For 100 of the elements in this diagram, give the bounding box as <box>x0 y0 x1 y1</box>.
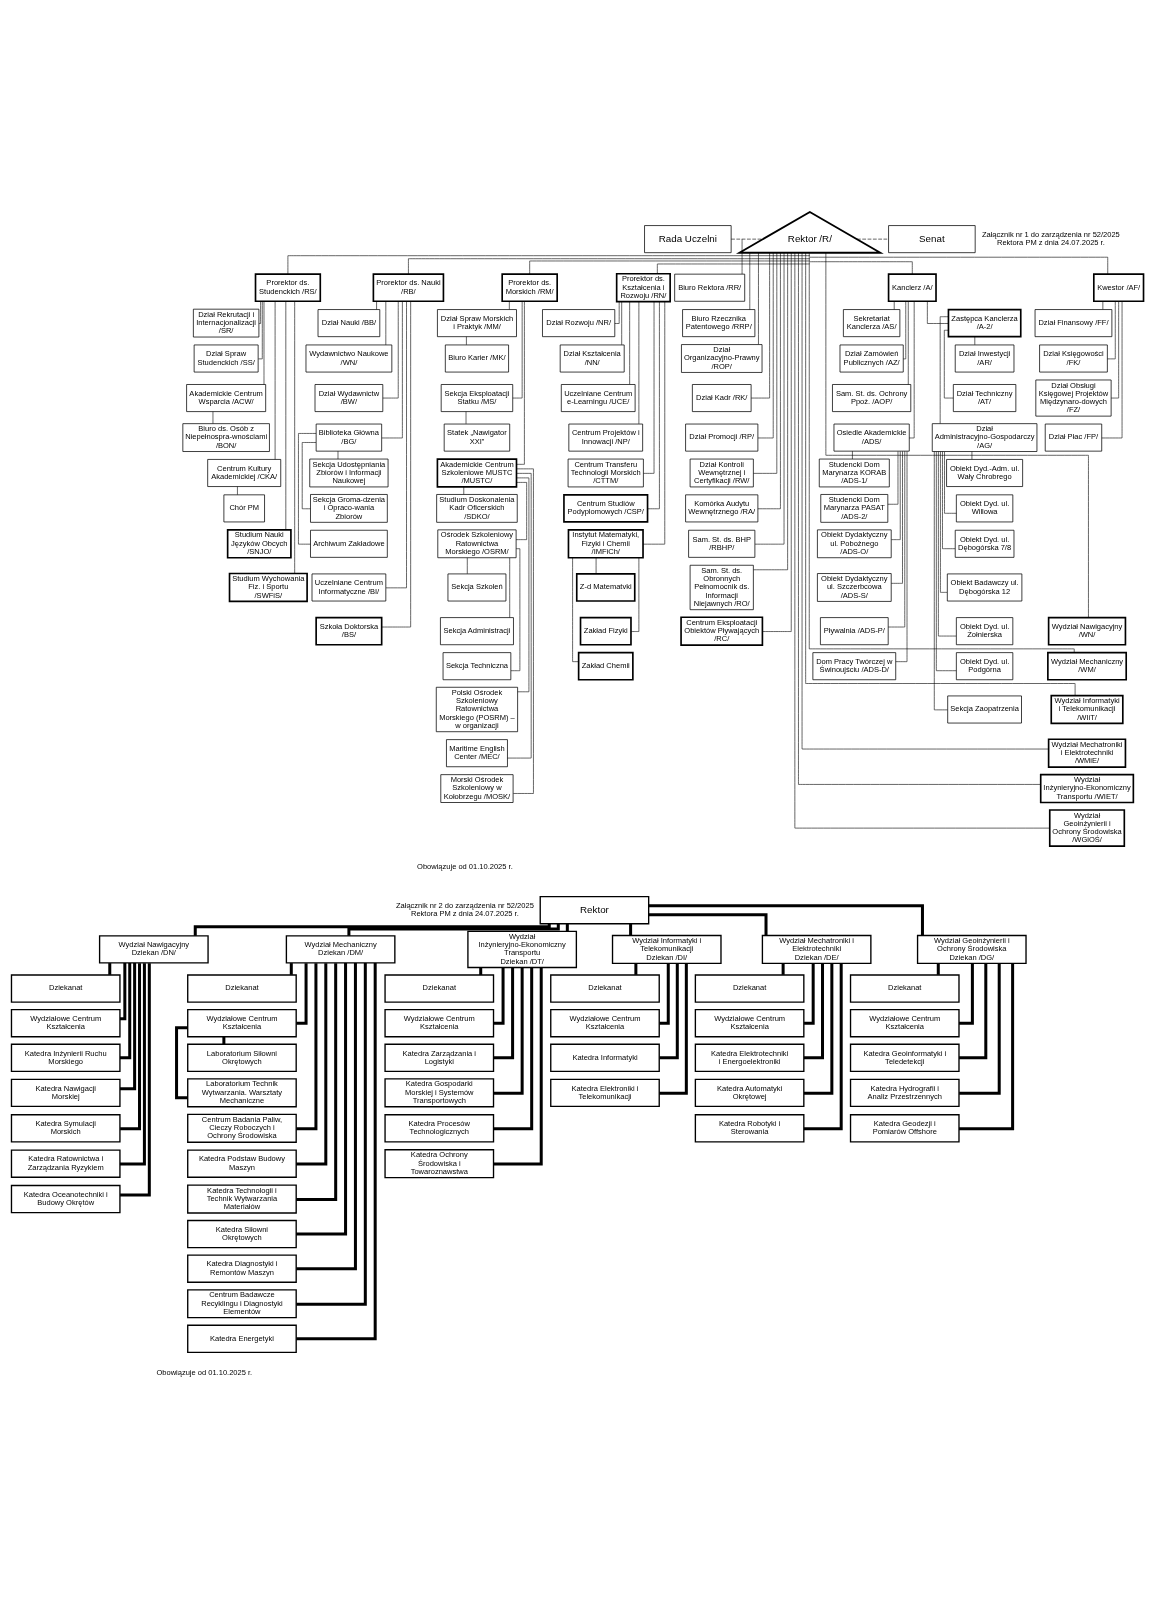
node-box: Pływalnia /ADS-P/ <box>820 616 889 645</box>
node-box: Uczelniane Centrum e-Learningu /UCE/ <box>560 383 636 412</box>
connector <box>509 557 510 618</box>
connector <box>408 257 811 274</box>
label: Obowiązuje od 01.10.2025 r. <box>156 1367 253 1377</box>
connector <box>493 967 505 1025</box>
connector <box>1102 300 1104 310</box>
node-box: Obiekt Dydaktyczny ul. Szczerbcowa /ADS-S/ <box>817 572 892 602</box>
connector <box>493 967 524 1095</box>
node-box: Katedra Technologii i Technik Wytwarzania Materiałów <box>187 1183 297 1214</box>
node-box: Szkoła Doktorska /BS/ <box>315 616 383 646</box>
node-box: Dom Pracy Twórczej w Świnoujściu /ADS-D/ <box>812 651 897 680</box>
connector <box>296 962 328 1166</box>
connector <box>595 557 597 574</box>
connector <box>630 557 640 632</box>
node-box: Centrum Kultury Akademickiej /CKA/ <box>207 458 282 487</box>
connector <box>296 962 367 1306</box>
node-box: Katedra Podstaw Budowy Maszyn <box>187 1148 297 1178</box>
connector <box>754 252 785 544</box>
node-box: Dział Kontroli Wewnętrznej i Certyfikacji /RW/ <box>689 458 754 487</box>
node-box: Katedra Gospodarki Morskiej i Systemów Transportowych <box>384 1077 495 1107</box>
node-box: Katedra Inżynierii Ruchu Morskiego <box>10 1043 121 1072</box>
connector <box>466 335 467 345</box>
label: Załącznik nr 2 do zarządzenia nr 52/2025 Rektora PM z dnia 24.07.2025 r. <box>395 900 534 918</box>
connector <box>891 450 901 540</box>
connector <box>753 251 778 474</box>
connector <box>638 301 640 424</box>
node-box: Laboratorium Technik Wytwarzania. Warsztaty Mechaniczne <box>187 1077 297 1107</box>
node-box: Katedra Energetyki <box>187 1324 297 1353</box>
node-box: Akademickie Centrum Wsparcia /ACW/ <box>186 383 267 412</box>
node-box: Biuro Rektora /RR/ <box>674 273 746 302</box>
connector <box>758 252 759 345</box>
node-box: Sekcja Udostępniania Zbiorów i Informacji Naukowej <box>309 458 389 487</box>
connector <box>298 432 317 544</box>
node-box: Dziekanat <box>384 973 495 1003</box>
connector <box>516 477 530 692</box>
node-box: Dział Wydawnictw /BW/ <box>314 383 384 412</box>
node-box: Wydział Mechatroniki i Elektrotechniki /WMiE/ <box>1047 737 1127 768</box>
connector <box>381 300 411 627</box>
connector <box>757 252 781 509</box>
connector <box>1101 300 1123 438</box>
node-box: Wydział Inżynieryjno-Ekonomiczny Transportu /WIET/ <box>1039 773 1135 803</box>
connector <box>1110 300 1119 398</box>
connector <box>649 903 924 935</box>
node-box: Katedra Elektrotechniki i Energoelektroniki <box>694 1043 805 1072</box>
connector <box>296 962 377 1340</box>
node-box: Studencki Dom Marynarza KORAB /ADS-1/ <box>818 458 890 487</box>
connector <box>289 962 293 975</box>
connector <box>893 300 895 310</box>
connector <box>629 300 630 384</box>
connector <box>274 300 276 460</box>
connector <box>974 335 976 345</box>
node-box: Katedra Diagnostyki i Remontów Maszyn <box>187 1254 297 1283</box>
connector <box>512 300 523 398</box>
node-box: Wydział Informatyki i Telekomunikacji Dziekan /DI/ <box>611 934 722 964</box>
connector <box>939 315 949 424</box>
connector <box>621 300 622 345</box>
node-box: Sekcja Zaopatrzenia <box>947 695 1022 723</box>
connector <box>565 923 569 931</box>
node-box: Prorektor ds. Kształcenia i Rozwoju /RN/ <box>615 272 671 302</box>
node-box: Obiekt Badawczy ul. Dębogórska 12 <box>946 573 1023 601</box>
connector <box>749 252 751 310</box>
node-box: Wydział Informatyki i Telekomunikacji /WIiT/ <box>1050 694 1124 724</box>
node-box: Katedra Nawigacji Morskiej <box>10 1078 121 1107</box>
connector <box>287 254 811 274</box>
node-box: Katedra Hydrografii i Analiz Przestrzennych <box>849 1078 960 1107</box>
connector <box>1107 300 1116 359</box>
node-box: Obiekt Dyd. ul. Żołnierska <box>955 616 1014 645</box>
node-box: Zakład Chemii <box>577 651 634 681</box>
connector <box>757 252 774 438</box>
connector <box>659 963 670 1025</box>
node-box: Z-d Matematvki <box>575 572 636 602</box>
connector <box>285 300 287 530</box>
node-box: Dziekanat <box>550 973 660 1003</box>
connector <box>730 238 763 239</box>
connector <box>852 450 853 459</box>
node-box: Wydziałowe Centrum Kształcenia <box>187 1008 297 1037</box>
node-box: Dziekanat <box>694 973 805 1003</box>
node-box: Prorektor ds. Studenckich /RS/ <box>254 272 322 302</box>
connector <box>385 300 387 345</box>
connector <box>803 962 824 1059</box>
connector <box>647 301 660 509</box>
node-box: Dziekanat <box>10 973 121 1003</box>
node-box: Dział Spraw Studenckich /SS/ <box>193 344 259 372</box>
connector <box>120 962 132 1059</box>
connector <box>222 1036 226 1044</box>
node-box: Ośrodek Szkoleniowy Ratownictwa Morskiego /OSRM/ <box>437 529 517 558</box>
connector <box>296 962 338 1201</box>
connector <box>856 238 889 239</box>
connector <box>659 962 679 1059</box>
connector <box>294 300 295 574</box>
node-box: Osiedle Akademickie /ADS/ <box>833 423 910 452</box>
connector <box>804 962 834 1095</box>
connector <box>944 451 957 514</box>
node-box: Katedra Ratownictwa i Zarządzania Ryzykiem <box>10 1148 121 1178</box>
connector <box>509 300 510 310</box>
node-box: Dział Nauki /BB/ <box>317 308 381 337</box>
node-box: Studencki Dom Marynarza PASAT /ADS-2/ <box>820 493 889 523</box>
node-box: Katedra Geoinformatyki i Teledetekcji <box>849 1043 960 1072</box>
node-box: Kwestor /AF/ <box>1093 272 1145 302</box>
